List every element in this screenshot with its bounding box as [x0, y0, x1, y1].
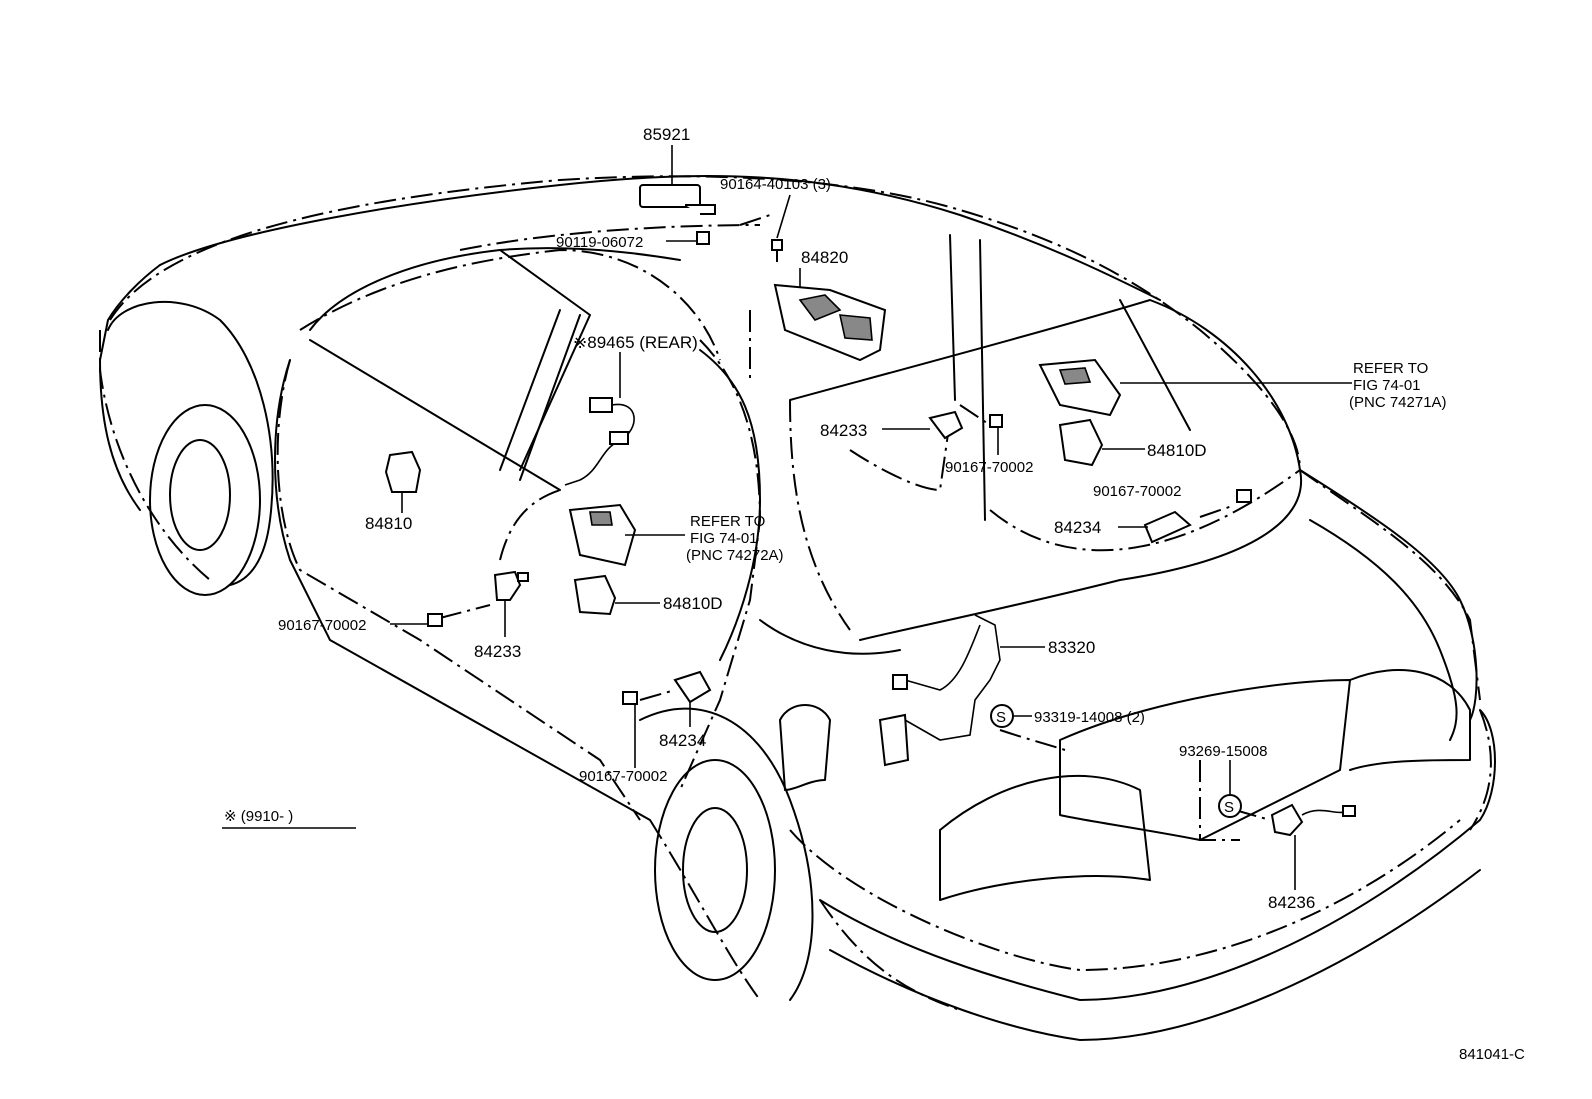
label-90167-bottom: 90167-70002 — [579, 768, 667, 785]
screw-90164 — [771, 194, 791, 262]
screw-90167-bottom — [622, 691, 638, 768]
part-84810D-switch-center — [573, 574, 660, 616]
part-85921-module — [639, 145, 716, 215]
part-84233-left — [493, 570, 529, 637]
label-85921: 85921 — [643, 125, 690, 144]
part-84820-master-switch — [773, 268, 887, 362]
label-refer-center-2: FIG 74-01 — [690, 530, 758, 547]
dashed-reference-lines — [99, 175, 1492, 1011]
label-84233-right: 84233 — [820, 421, 867, 440]
label-89465: ※89465 (REAR) — [573, 333, 698, 352]
car-body-outline — [99, 175, 1496, 1041]
label-90167-left: 90167-70002 — [278, 617, 366, 634]
label-84810: 84810 — [365, 514, 412, 533]
label-90119: 90119-06072 — [556, 234, 643, 251]
part-84810-switch-left — [384, 450, 422, 513]
label-84233-left: 84233 — [474, 642, 521, 661]
part-83320-switch-assembly — [878, 614, 1045, 767]
screw-90167-right — [1236, 489, 1252, 503]
part-84236-switch — [1270, 803, 1356, 890]
figure-id: 841041-C — [1459, 1046, 1525, 1063]
s-mark-93319: S — [990, 704, 1032, 728]
label-84810D-center: 84810D — [663, 594, 723, 613]
part-84234-bottom — [673, 670, 712, 727]
label-refer-center-3: (PNC 74272A) — [686, 547, 784, 564]
label-90167-right: 90167-70002 — [1093, 483, 1181, 500]
label-90167-center: 90167-70002 — [945, 459, 1033, 476]
screw-90119 — [666, 231, 710, 245]
screw-90167-left — [390, 613, 443, 627]
label-93319: 93319-14008 (2) — [1034, 709, 1145, 726]
part-89465-sensor — [564, 352, 635, 486]
label-84234-right: 84234 — [1054, 518, 1101, 537]
label-93269: 93269-15008 — [1179, 743, 1267, 760]
label-refer-right-3: (PNC 74271A) — [1349, 394, 1447, 411]
labels: 85921 90164-40103 (3) 90119-06072 84820 … — [222, 125, 1525, 1063]
label-note: ※ (9910- ) — [224, 808, 293, 825]
label-refer-center-1: REFER TO — [690, 513, 765, 530]
label-90164: 90164-40103 (3) — [720, 176, 831, 193]
part-window-switch-right — [1038, 358, 1352, 417]
part-window-switch-center — [568, 503, 685, 567]
part-84810D-switch-right — [1058, 418, 1145, 467]
part-84234-right — [1118, 510, 1192, 544]
svg-text:S: S — [996, 709, 1006, 726]
label-83320: 83320 — [1048, 638, 1095, 657]
label-84810D-right: 84810D — [1147, 441, 1207, 460]
label-refer-right-1: REFER TO — [1353, 360, 1428, 377]
screw-90167-center — [989, 414, 1003, 455]
label-84820: 84820 — [801, 248, 848, 267]
label-84234-bottom: 84234 — [659, 731, 706, 750]
svg-text:S: S — [1224, 799, 1234, 816]
label-84236: 84236 — [1268, 893, 1315, 912]
part-84233-right — [882, 410, 964, 440]
s-mark-93269: S — [1218, 760, 1242, 818]
label-refer-right-2: FIG 74-01 — [1353, 377, 1421, 394]
